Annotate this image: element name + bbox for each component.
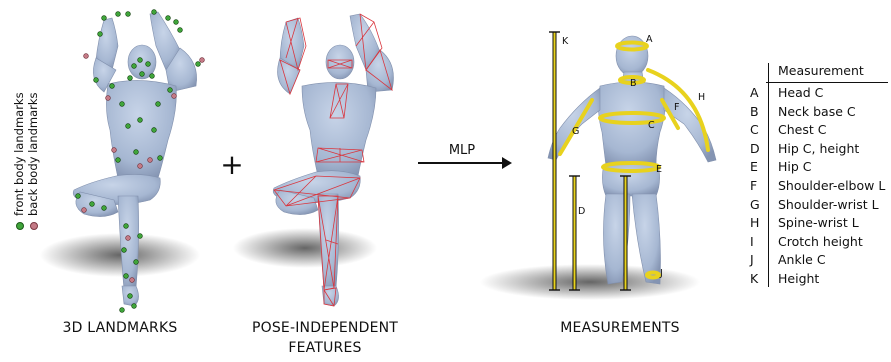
table-row: D Hip C, height: [744, 141, 889, 160]
caption-features-line1: POSE-INDEPENDENT: [230, 320, 420, 336]
features-figure: [233, 14, 394, 306]
row-letter: I: [750, 234, 754, 249]
row-letter: H: [750, 215, 759, 230]
row-letter: F: [750, 178, 757, 193]
row-measurement-name: Hip C, height: [778, 141, 859, 156]
measurements-figure: A B C D E F G H J K: [480, 32, 716, 300]
table-row: I Crotch height: [744, 234, 889, 253]
table-row: H Spine-wrist L: [744, 215, 889, 234]
table-row: F Shoulder-elbow L: [744, 178, 889, 197]
row-measurement-name: Shoulder-elbow L: [778, 178, 885, 193]
measurement-letter-a: A: [646, 34, 653, 45]
measurement-letter-j: J: [659, 268, 663, 279]
measurement-letter-d: D: [578, 206, 585, 217]
row-letter: D: [750, 141, 760, 156]
mlp-label: MLP: [449, 143, 475, 158]
row-letter: E: [750, 159, 758, 174]
row-measurement-name: Head C: [778, 85, 823, 100]
mlp-arrow: [418, 157, 512, 169]
table-row: E Hip C: [744, 159, 889, 178]
table-row: C Chest C: [744, 122, 889, 141]
landmarks-figure: [40, 10, 204, 313]
measurement-letter-h: H: [698, 92, 705, 103]
row-measurement-name: Chest C: [778, 122, 826, 137]
row-measurement-name: Shoulder-wrist L: [778, 197, 879, 212]
row-letter: A: [750, 85, 759, 100]
table-row: K Height: [744, 271, 889, 290]
measurement-letter-e: E: [656, 164, 662, 175]
row-measurement-name: Crotch height: [778, 234, 863, 249]
caption-landmarks: 3D LANDMARKS: [40, 320, 200, 336]
row-letter: G: [750, 197, 760, 212]
measurements-shadow: [480, 264, 700, 300]
caption-features-line2: FEATURES: [230, 340, 420, 356]
row-measurement-name: Hip C: [778, 159, 812, 174]
row-letter: K: [750, 271, 758, 286]
measurement-letter-g: G: [572, 126, 579, 137]
row-measurement-name: Spine-wrist L: [778, 215, 859, 230]
row-measurement-name: Neck base C: [778, 104, 856, 119]
row-letter: B: [750, 104, 759, 119]
row-letter: C: [750, 122, 759, 137]
row-measurement-name: Ankle C: [778, 252, 826, 267]
measurement-letter-f: F: [674, 102, 679, 113]
row-letter: J: [750, 252, 754, 267]
table-header-rule: [766, 82, 888, 83]
row-measurement-name: Height: [778, 271, 819, 286]
features-shadow: [233, 228, 377, 268]
table-header: Measurement: [778, 63, 864, 78]
caption-measurements: MEASUREMENTS: [540, 320, 700, 336]
table-row: A Head C: [744, 85, 889, 104]
measurement-letter-b: B: [630, 78, 637, 89]
measurement-letter-c: C: [648, 120, 655, 131]
landmarks-shadow: [40, 233, 200, 277]
measurement-letter-k: K: [562, 36, 569, 47]
plus-sign: +: [220, 148, 243, 181]
table-row: B Neck base C: [744, 104, 889, 123]
table-row: J Ankle C: [744, 252, 889, 271]
table-row: G Shoulder-wrist L: [744, 197, 889, 216]
